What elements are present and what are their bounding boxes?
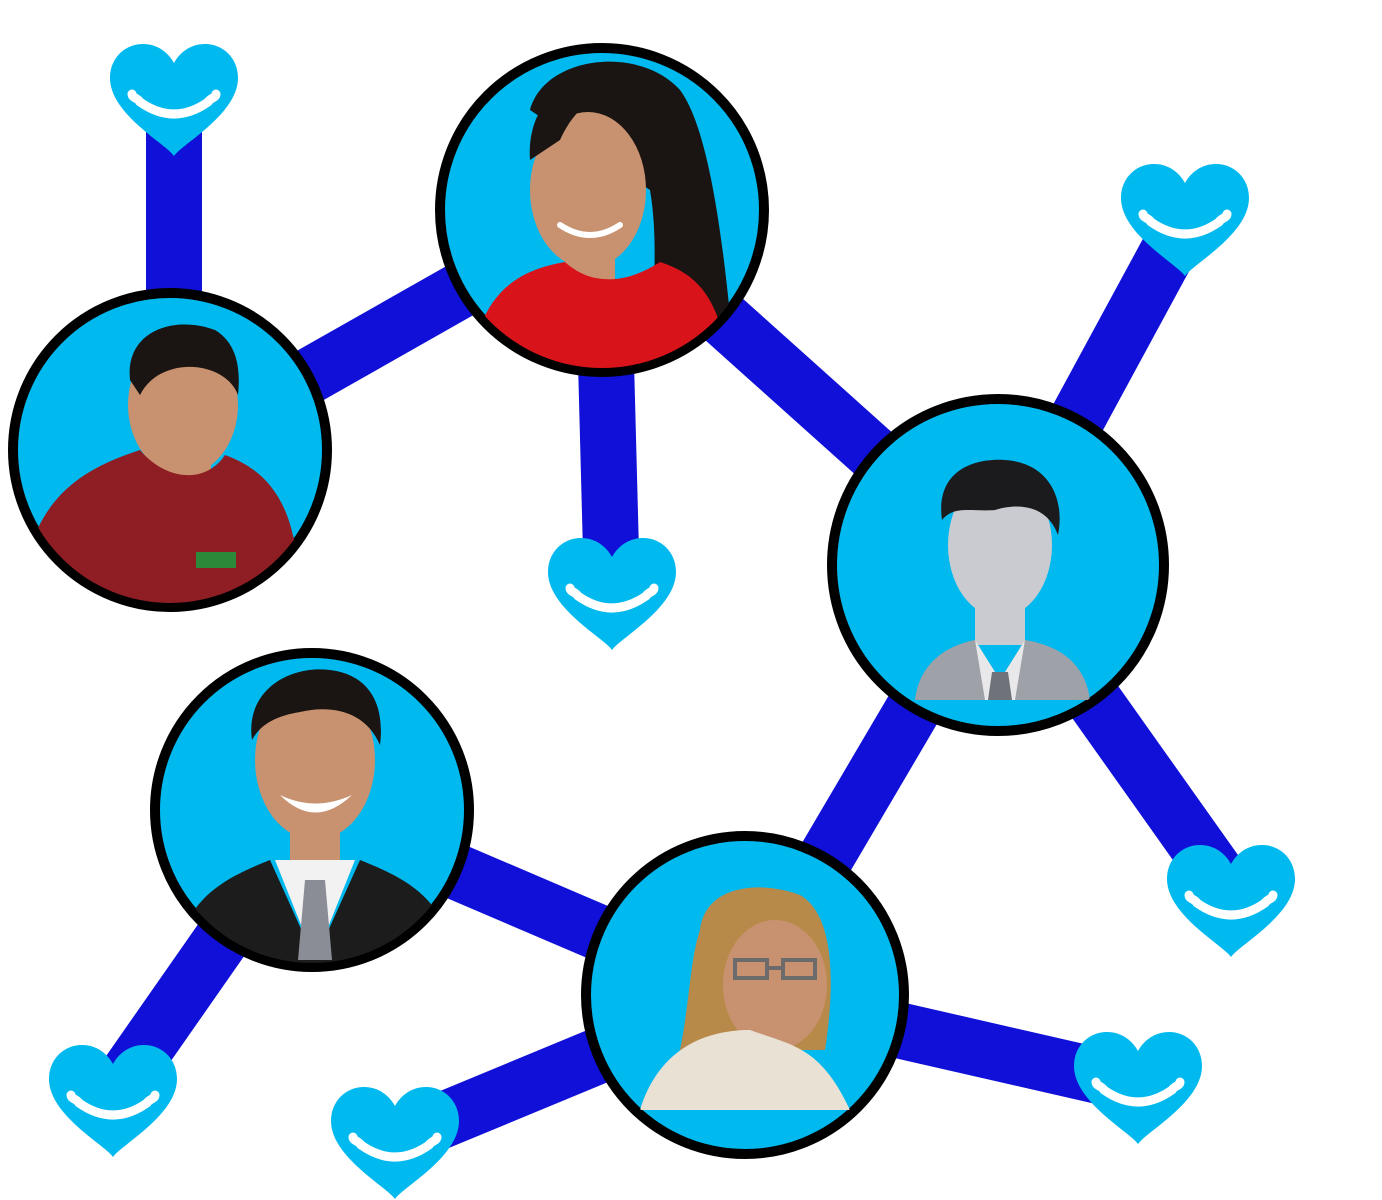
red-top [470, 262, 730, 368]
person-portrait [470, 61, 735, 368]
person-node-man-maroon-polo [8, 288, 332, 612]
person-node-woman-glasses [581, 831, 909, 1159]
smiling-heart-icon [1074, 1032, 1202, 1144]
maroon-polo [20, 450, 300, 603]
person-portrait [640, 887, 850, 1110]
smiling-heart-icon [110, 44, 238, 156]
smiling-heart-icon [331, 1087, 459, 1199]
person-portrait [20, 324, 300, 603]
person-node-man-gray-suit [827, 394, 1169, 736]
person-portrait [915, 459, 1090, 700]
person-node-man-black-suit [150, 648, 474, 972]
person-node-woman-red-top [435, 43, 769, 377]
